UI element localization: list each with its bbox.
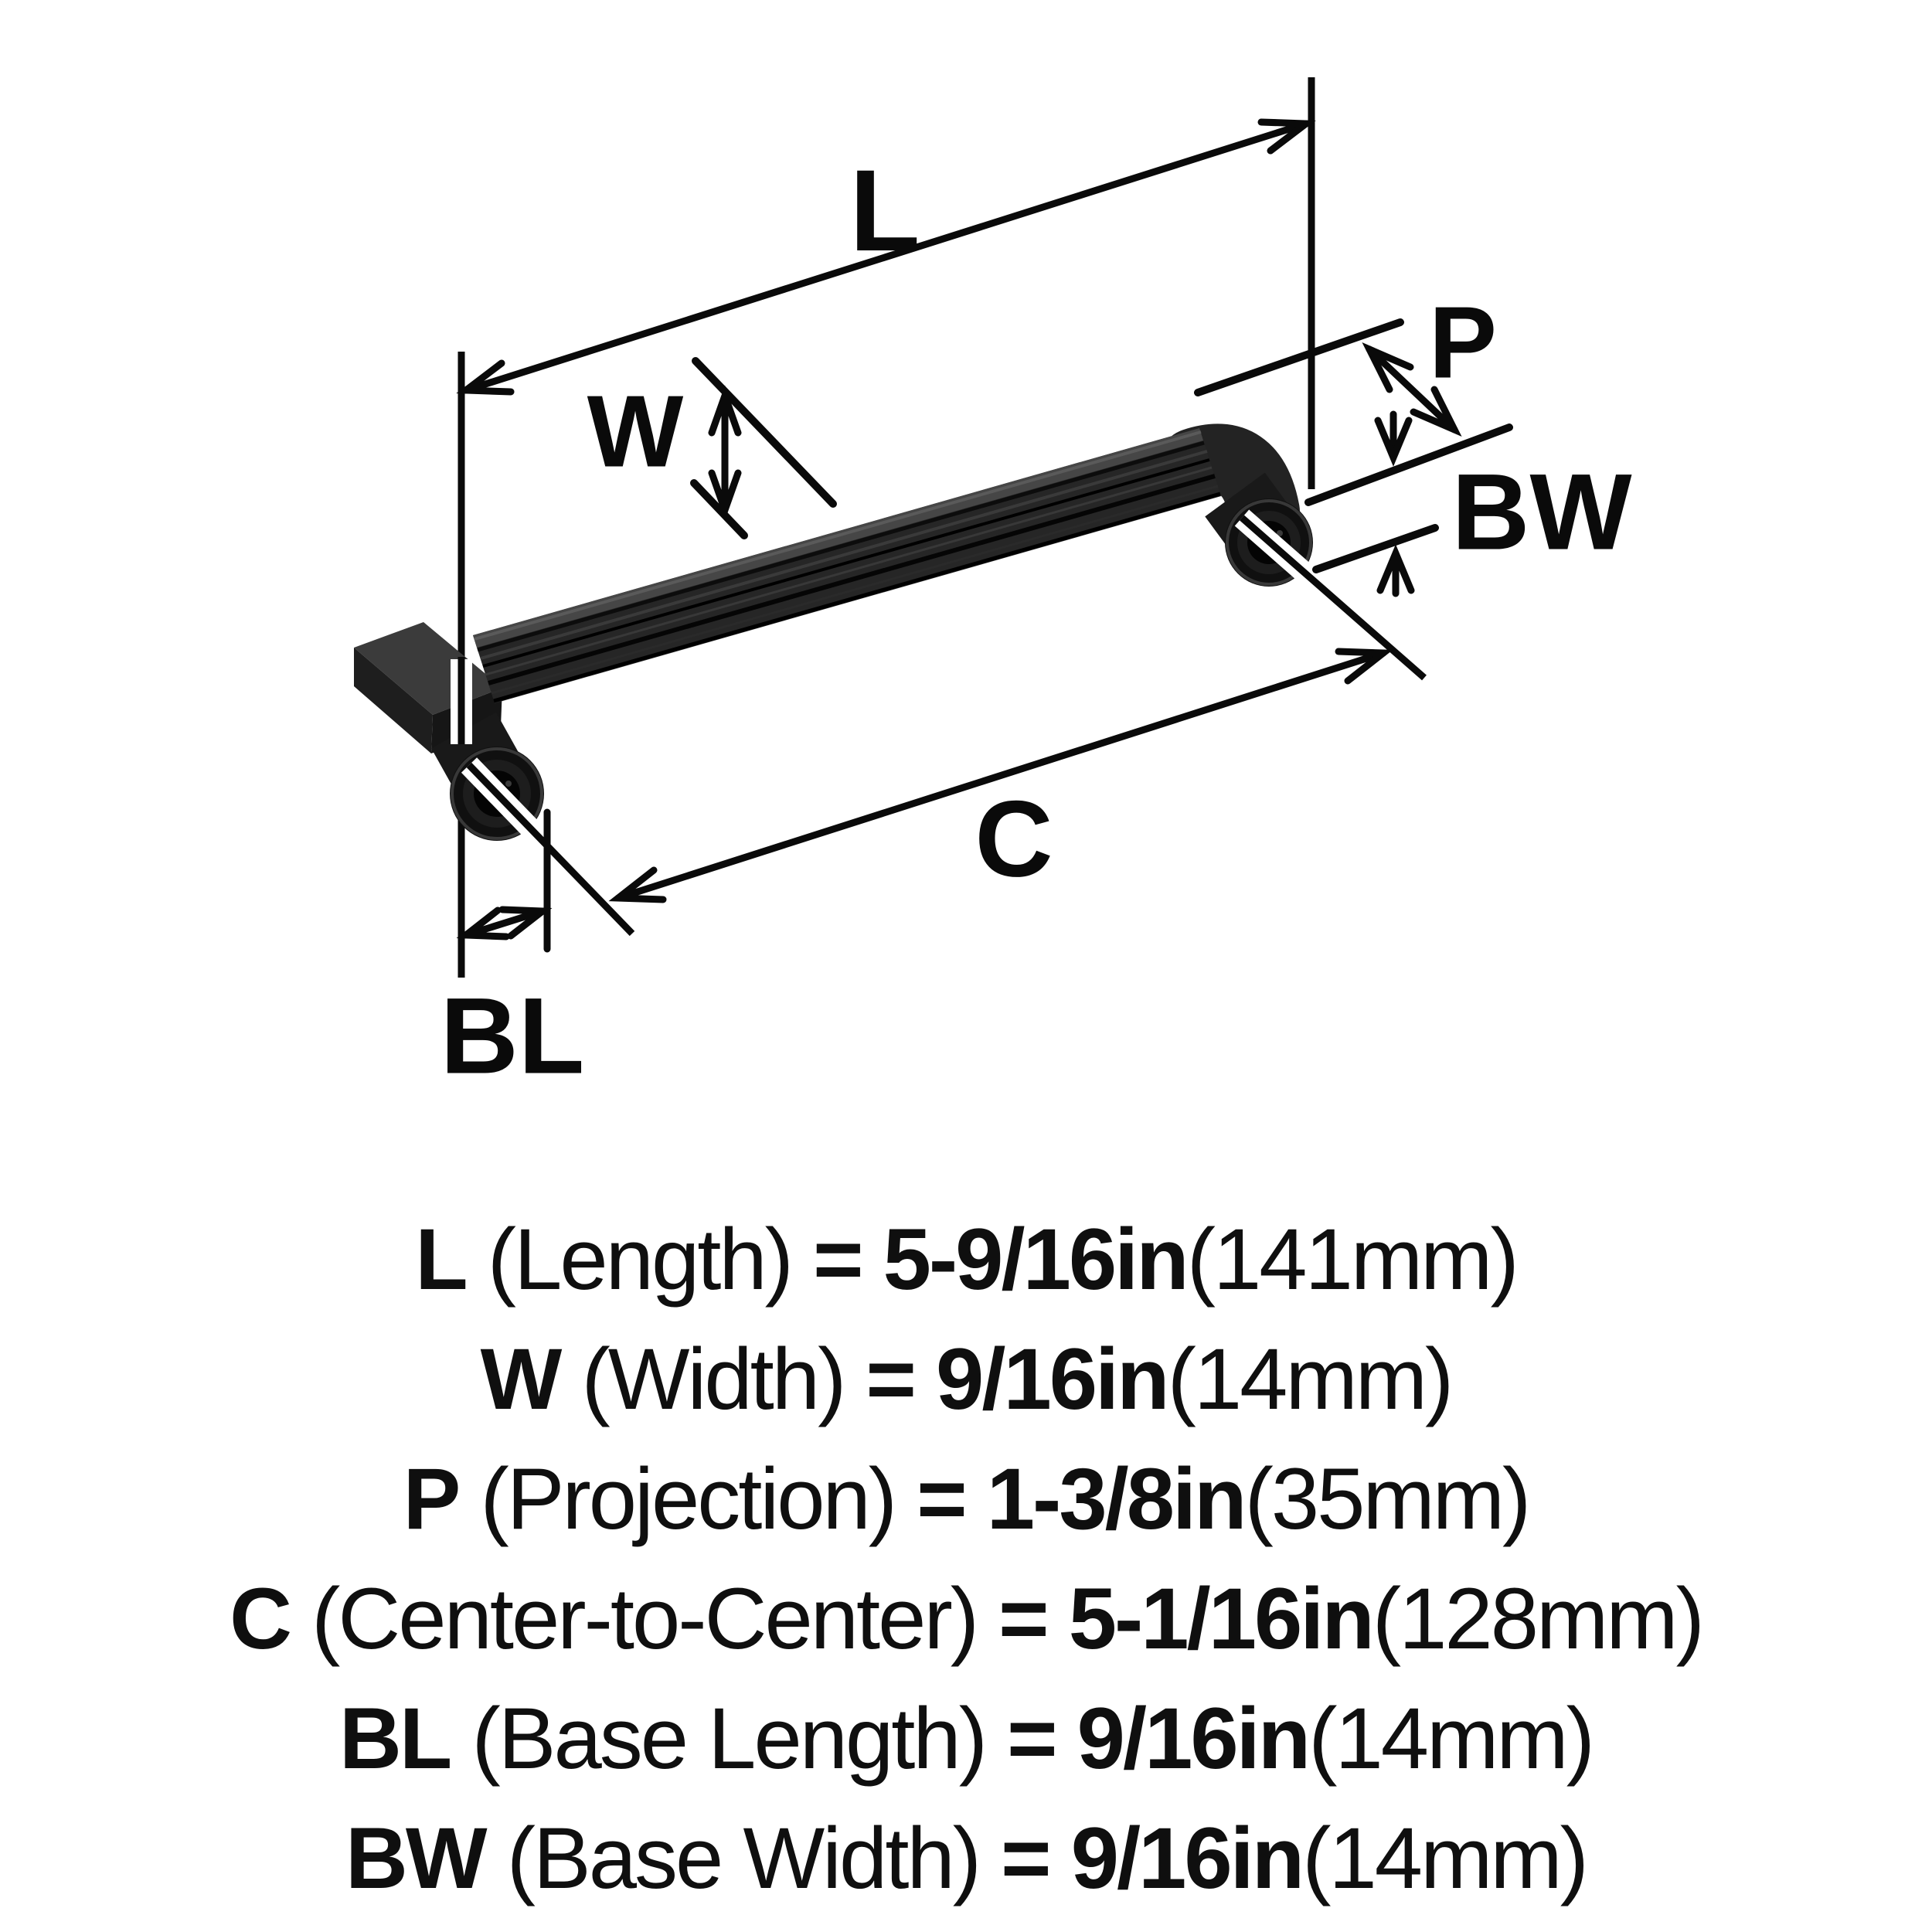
legend-symbol: BW xyxy=(345,1810,488,1906)
legend-row-center-to-center: C (Center-to-Center) = 5-1/16in(128mm) xyxy=(0,1559,1932,1679)
dim-P xyxy=(1194,318,1513,506)
legend-name: (Base Width) xyxy=(506,1810,981,1906)
label-BW: BW xyxy=(1451,451,1631,573)
fluted-bar xyxy=(473,428,1221,703)
dimension-diagram: L W P BW xyxy=(354,77,1632,1097)
arrowhead-downright-icon xyxy=(1410,386,1462,437)
label-P: P xyxy=(1429,286,1497,400)
legend-name: (Length) xyxy=(487,1211,794,1308)
legend-metric: (14mm) xyxy=(1302,1810,1589,1906)
legend-value: 9/16in xyxy=(1077,1690,1311,1787)
arrowhead-up-icon xyxy=(708,385,742,437)
legend-equals: = xyxy=(998,1570,1049,1667)
dim-L xyxy=(456,118,1316,396)
legend-row-base-length: BL (Base Length) = 9/16in(14mm) xyxy=(0,1679,1932,1798)
arrowhead-right-icon xyxy=(1335,648,1393,685)
arrowhead-right-icon xyxy=(498,906,553,940)
handle-illustration xyxy=(354,423,1313,841)
legend-name: (Width) xyxy=(581,1331,847,1427)
legend-equals: = xyxy=(1001,1810,1051,1906)
legend-metric: (14mm) xyxy=(1167,1331,1454,1427)
dim-BL xyxy=(456,808,553,953)
right-screw-axis-line xyxy=(1234,509,1432,686)
legend-metric: (141mm) xyxy=(1186,1211,1519,1308)
label-BL: BL xyxy=(440,975,585,1097)
legend-metric: (14mm) xyxy=(1308,1690,1595,1787)
legend-equals: = xyxy=(917,1451,967,1547)
legend-equals: = xyxy=(1007,1690,1057,1787)
legend-row-projection: P (Projection) = 1-3/8in(35mm) xyxy=(0,1439,1932,1559)
legend-row-width: W (Width) = 9/16in(14mm) xyxy=(0,1319,1932,1439)
label-W: W xyxy=(587,375,684,488)
dimension-legend: L (Length) = 5-9/16in(141mm) W (Width) =… xyxy=(0,1199,1932,1918)
legend-value: 9/16in xyxy=(936,1331,1170,1427)
dim-W xyxy=(690,357,837,539)
legend-name: (Projection) xyxy=(480,1451,897,1547)
legend-name: (Center-to-Center) xyxy=(311,1570,979,1667)
legend-symbol: C xyxy=(230,1570,292,1667)
dim-BW xyxy=(1312,410,1439,597)
label-C: C xyxy=(975,778,1053,900)
legend-row-length: L (Length) = 5-9/16in(141mm) xyxy=(0,1199,1932,1319)
arrowhead-left-icon xyxy=(608,866,667,903)
legend-symbol: P xyxy=(403,1451,461,1547)
legend-value: 9/16in xyxy=(1070,1810,1305,1906)
arrowhead-down-icon xyxy=(708,469,742,521)
legend-symbol: W xyxy=(480,1331,563,1427)
label-L: L xyxy=(849,145,920,275)
dim-C xyxy=(608,648,1393,903)
arrowhead-left-icon xyxy=(456,359,515,396)
legend-row-base-width: BW (Base Width) = 9/16in(14mm) xyxy=(0,1798,1932,1918)
arrowhead-down-icon xyxy=(1374,417,1413,467)
arrowhead-up-icon xyxy=(1376,544,1415,594)
legend-symbol: BL xyxy=(339,1690,452,1787)
legend-name: (Base Length) xyxy=(471,1690,988,1787)
left-foot-plate-front xyxy=(354,648,433,753)
legend-equals: = xyxy=(866,1331,917,1427)
arrowhead-left-icon xyxy=(456,906,510,940)
legend-value: 1-3/8in xyxy=(986,1451,1247,1547)
legend-metric: (128mm) xyxy=(1372,1570,1705,1667)
arrowhead-upleft-icon xyxy=(1362,342,1414,393)
arrowhead-right-icon xyxy=(1257,118,1316,155)
legend-equals: = xyxy=(813,1211,863,1308)
legend-value: 5-9/16in xyxy=(883,1211,1189,1308)
legend-metric: (35mm) xyxy=(1244,1451,1532,1547)
legend-value: 5-1/16in xyxy=(1068,1570,1375,1667)
legend-symbol: L xyxy=(415,1211,468,1308)
